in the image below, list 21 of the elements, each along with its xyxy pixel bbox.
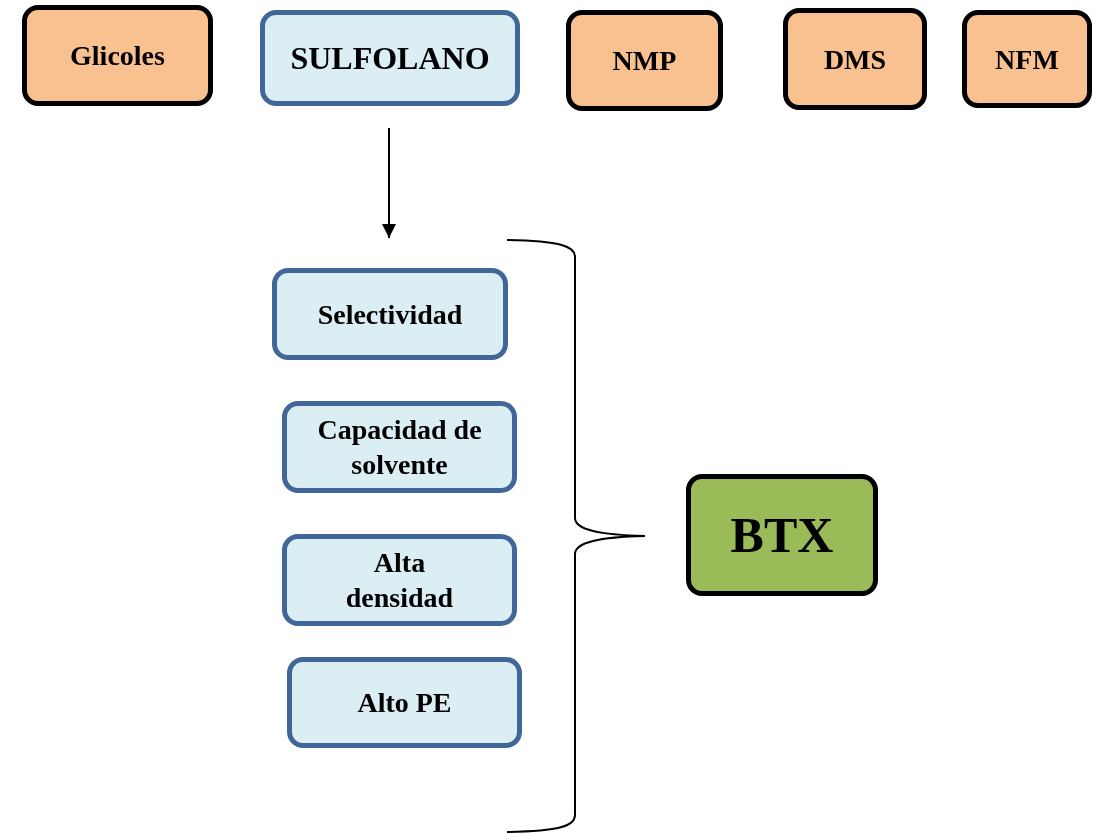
box-label: Capacidad de solvente <box>316 413 483 482</box>
arrow <box>382 127 396 239</box>
rounded-box <box>962 10 1092 108</box>
rounded-box <box>287 657 522 748</box>
box-label: Alto PE <box>357 686 452 720</box>
rounded-box <box>783 8 927 110</box>
rounded-box <box>272 268 508 360</box>
box-label: Glicoles <box>70 39 165 73</box>
box-label: NFM <box>995 42 1059 77</box>
box-label: DMS <box>823 42 887 77</box>
box-label: Alta densidad <box>344 546 455 615</box>
rounded-box <box>566 10 723 111</box>
box-label: BTX <box>730 505 834 565</box>
rounded-box <box>282 401 517 493</box>
rounded-box <box>282 534 517 626</box>
rounded-box <box>260 10 520 106</box>
rounded-box <box>686 474 878 596</box>
box-label: SULFOLANO <box>290 39 490 78</box>
rounded-box <box>22 5 213 106</box>
box-label: NMP <box>612 44 677 78</box>
box-label: Selectividad <box>317 297 463 332</box>
